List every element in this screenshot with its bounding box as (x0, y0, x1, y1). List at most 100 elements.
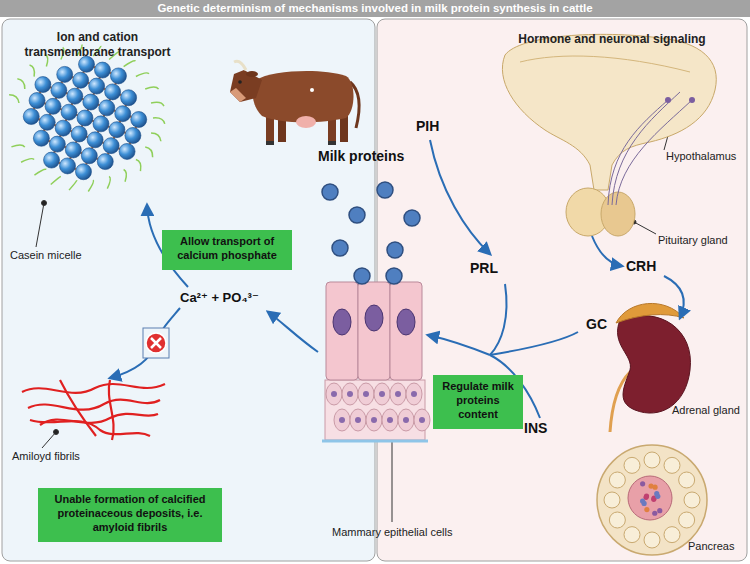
casein-micelle-part (145, 147, 152, 157)
mammary-epithelial-cells-part-part (366, 409, 382, 431)
pancreas-part-part (640, 481, 645, 486)
adrenal-kidney-part (616, 303, 684, 323)
casein-micelle-part (29, 93, 45, 109)
casein-micelle-part (33, 130, 49, 146)
pancreas-part-part (609, 472, 625, 488)
hormone-arrows-part (592, 236, 622, 266)
leader-lines-part (392, 436, 393, 522)
pancreas-part-part (644, 507, 649, 512)
casein-micelle-part (69, 180, 77, 190)
part-label: Pituitary gland (658, 234, 728, 247)
casein-micelle-part (71, 126, 87, 142)
panel-heading: Hormone and neuronal signaling (497, 32, 727, 47)
casein-micelle-part (105, 84, 121, 100)
casein-micelle-part (30, 65, 35, 77)
milk-protein-dots-part (404, 210, 420, 226)
mammary-epithelial-cells-part-part (371, 417, 377, 423)
casein-micelle-part (121, 90, 137, 106)
pancreas-part-part (684, 492, 700, 508)
mammary-epithelial-cells-part (365, 305, 383, 331)
milk-protein-dots-part (386, 268, 402, 284)
cow-illustration (230, 61, 359, 145)
casein-micelle-part (17, 79, 24, 89)
mammary-epithelial-cells-part-part (382, 409, 398, 431)
note-box: Unable formation of calcified proteinace… (38, 488, 222, 542)
casein-micelle-part (77, 110, 93, 126)
casein-micelle-part (73, 72, 89, 88)
casein-micelle-part (39, 114, 55, 130)
hormone-arrows-part (490, 284, 507, 355)
mammary-epithelial-cells-part-part (406, 383, 422, 405)
milk-protein-dots-part (377, 182, 393, 198)
part-label: Mammary epithelial cells (332, 526, 452, 539)
casein-micelle-part (67, 88, 83, 104)
hormone-arrows-part (490, 332, 578, 355)
cow-illustration-part (296, 116, 316, 128)
pancreas-part-part (624, 527, 640, 543)
casein-micelle-part (124, 61, 136, 67)
pancreas-part-part (679, 512, 695, 528)
casein-micelle-part (151, 133, 161, 141)
hypothalamus-pituitary-part (520, 56, 690, 72)
casein-micelle-part (125, 127, 141, 143)
signal-label: PRL (470, 260, 498, 277)
cow-illustration-part (234, 61, 246, 70)
cow-illustration-part (328, 141, 336, 145)
mammary-epithelial-cells-part-part (411, 391, 417, 397)
title-bar-part (0, 0, 750, 17)
casein-micelle-part (88, 180, 93, 191)
casein-micelle-part (145, 87, 158, 89)
mammary-epithelial-cells-part-part (358, 383, 374, 405)
part-label: Hypothalamus (666, 150, 736, 163)
pancreas-part-part (644, 532, 660, 548)
pancreas (597, 445, 707, 555)
pancreas-part-part (644, 493, 649, 498)
casein-micelle-part (94, 62, 110, 78)
pancreas-part-part (655, 494, 660, 499)
pancreas-part-part (609, 512, 625, 528)
signal-label: GC (586, 316, 607, 333)
note-box: Regulate milk proteins content (433, 375, 523, 429)
casein-micelle-part (35, 77, 51, 93)
casein-micelle-part (83, 94, 99, 110)
leader-lines-part (42, 432, 56, 448)
panel-grounds (2, 19, 747, 561)
panel-grounds-part (377, 19, 747, 561)
signal-label: Milk proteins (318, 148, 404, 165)
mammary-epithelial-cells-part (333, 309, 351, 335)
mammary-epithelial-cells-part-part (398, 409, 414, 431)
casein-micelle-part (45, 98, 61, 114)
mammary-epithelial-cells-part-part (395, 391, 401, 397)
mammary-epithelial-cells-part-part (347, 391, 353, 397)
hypothalamus-pituitary (502, 34, 716, 236)
mammary-epithelial-cells-part-part (390, 383, 406, 405)
casein-micelle-part (124, 169, 127, 181)
pancreas-part-part (652, 511, 657, 516)
amyloid-fibrils-part (109, 380, 114, 440)
leader-lines-part (634, 222, 656, 234)
hormone-arrows-part (428, 335, 490, 355)
mammary-epithelial-cells-part-part (355, 417, 361, 423)
pancreas-part-part (604, 492, 620, 508)
mammary-epithelial-cells (322, 282, 430, 441)
pancreas-part-part (640, 498, 645, 503)
hypothalamus-pituitary-part (502, 34, 716, 190)
panel: Ion and cation transmembrane transportAl… (3, 18, 375, 561)
panel-grounds-part (2, 19, 375, 561)
pancreas-part (604, 452, 700, 548)
amyloid-fibrils-part (30, 420, 150, 436)
casein-micelle-part (49, 136, 65, 152)
casein-micelle-part (55, 120, 71, 136)
panel-heading: Ion and cation transmembrane transport (15, 30, 180, 60)
blocked-icon (143, 328, 169, 358)
panel: Hormone and neuronal signalingRegulate m… (377, 18, 747, 561)
cow-illustration-part (230, 70, 262, 102)
pancreas-part-part (624, 457, 640, 473)
mammary-epithelial-cells-part (397, 309, 415, 335)
casein-micelle-part (110, 68, 126, 84)
mammary-epithelial-cells-part-part (331, 391, 337, 397)
casein-micelle-part (97, 154, 113, 170)
transport-arrows-part (110, 308, 180, 378)
note-text: Regulate milk proteins content (439, 380, 517, 421)
casein-micelle-part (136, 73, 149, 77)
